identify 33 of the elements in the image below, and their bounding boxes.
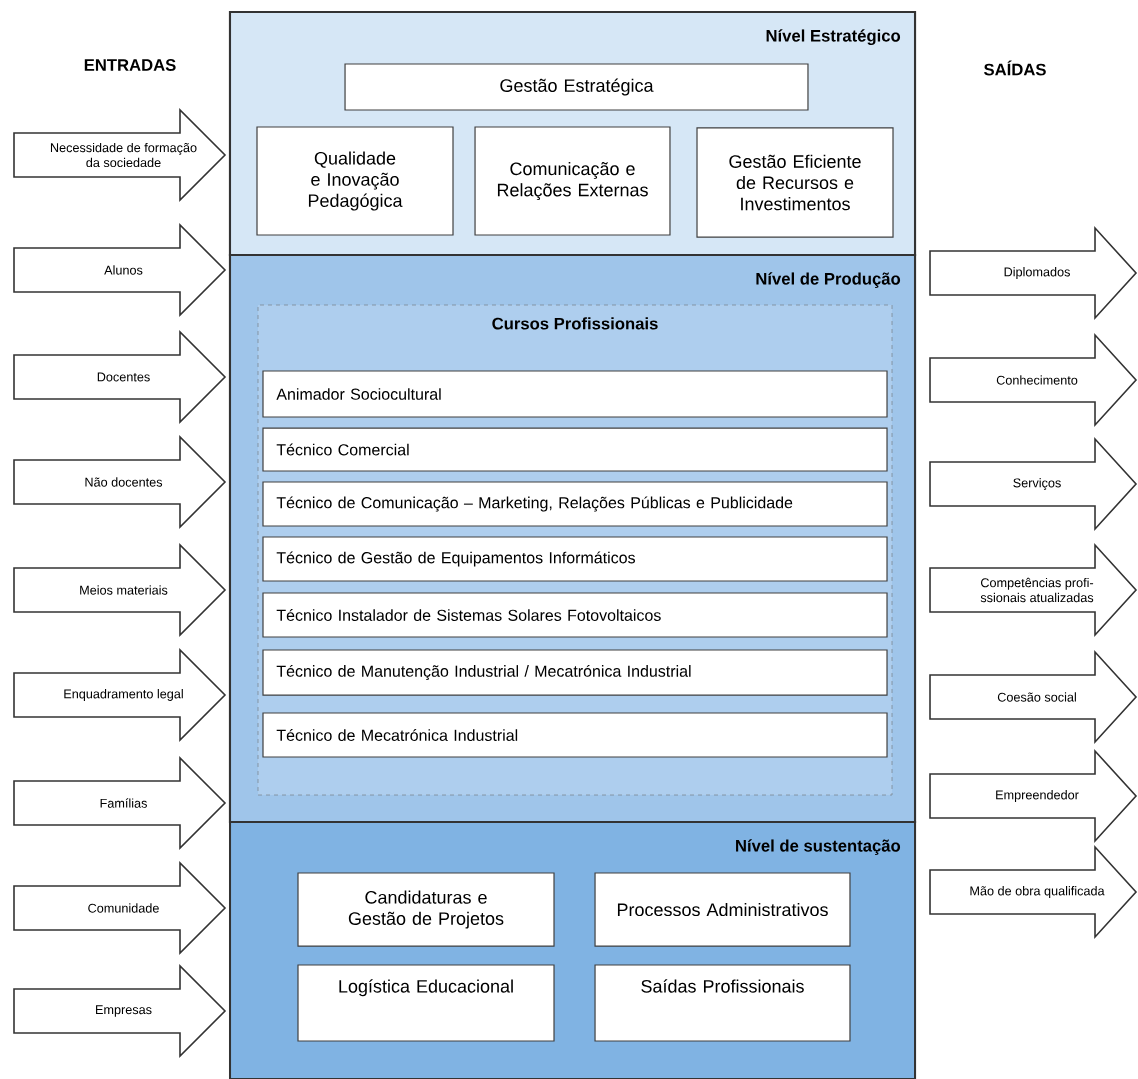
signpost-box: Diplomados xyxy=(929,225,1138,321)
process-box: Qualidade e Inovação Pedagógica xyxy=(256,126,454,236)
signpost-box: Mão de obra qualificada xyxy=(929,844,1138,940)
process-box: Logística Educacional xyxy=(297,964,555,1042)
signpost-box: Empresas xyxy=(13,964,227,1058)
process-box: Gestão Eficiente de Recursos e Investimentos xyxy=(696,127,894,238)
signpost-box: Empreendedor xyxy=(929,748,1138,844)
signpost-box: Comunidade xyxy=(13,861,227,955)
process-box: Candidaturas e Gestão de Projetos xyxy=(297,872,555,947)
course-box: Técnico de Comunicação – Marketing, Relações Públicas e Publicidade xyxy=(262,481,888,527)
column-heading: ENTRADAS xyxy=(84,59,176,71)
course-box: Técnico Instalador de Sistemas Solares Fotovoltaicos xyxy=(262,592,888,638)
column-heading: SAÍDAS xyxy=(984,60,1046,76)
process-box: Saídas Profissionais xyxy=(594,964,851,1042)
signpost-box: Conhecimento xyxy=(929,332,1138,428)
signpost-box: Famílias xyxy=(13,756,227,850)
course-box: Técnico de Mecatrónica Industrial xyxy=(262,712,888,758)
signpost-box: Não docentes xyxy=(13,435,227,529)
signpost-box: Docentes xyxy=(13,330,227,424)
signpost-box: Meios materiais xyxy=(13,543,227,637)
process-box: Processos Administrativos xyxy=(594,872,851,947)
course-box: Técnico de Manutenção Industrial / Mecatrónica Industrial xyxy=(262,649,888,696)
process-box: Gestão Estratégica xyxy=(344,63,809,111)
signpost-box: Competências profi- ssionais atualizadas xyxy=(929,542,1138,638)
signpost-box: Enquadramento legal xyxy=(13,648,227,742)
course-box: Técnico Comercial xyxy=(262,427,888,472)
process-box: Comunicação e Relações Externas xyxy=(474,126,671,236)
signpost-box: Serviços xyxy=(929,436,1138,532)
course-box: Técnico de Gestão de Equipamentos Informáticos xyxy=(262,536,888,582)
signpost-box: Necessidade de formação da sociedade xyxy=(13,108,227,202)
signpost-box: Coesão social xyxy=(929,649,1138,745)
signpost-box: Alunos xyxy=(13,223,227,317)
course-box: Animador Sociocultural xyxy=(262,370,888,418)
